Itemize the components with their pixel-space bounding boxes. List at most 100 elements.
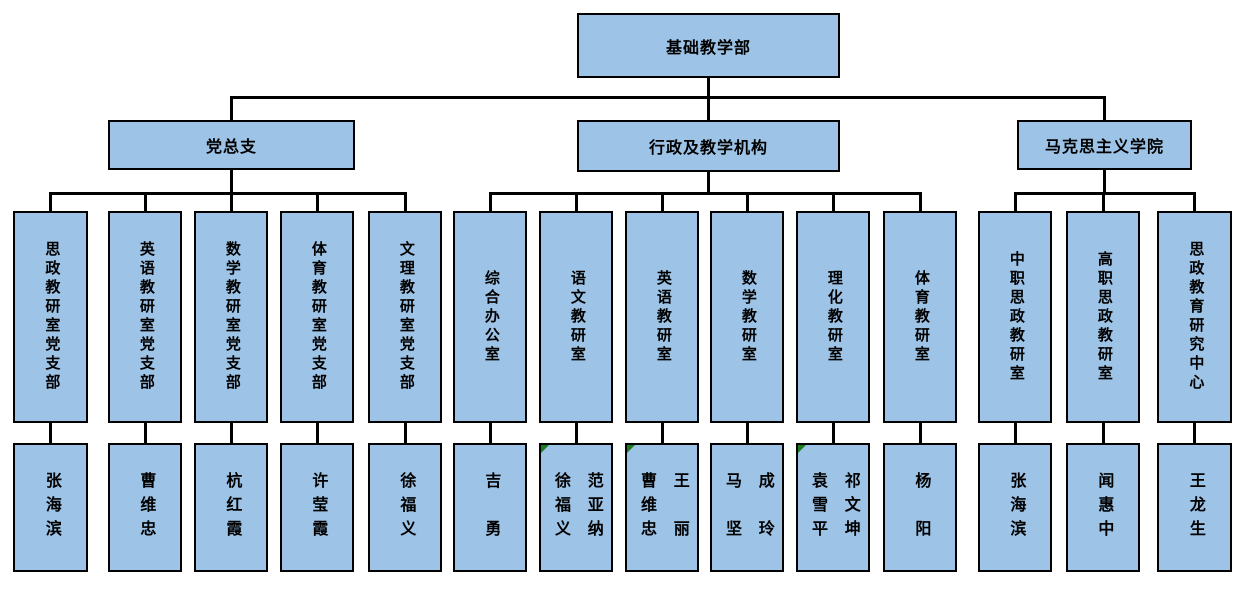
connector-line (831, 423, 835, 443)
connector-line (745, 423, 749, 443)
connector-line (1101, 423, 1105, 443)
connector-line (49, 191, 407, 195)
org-node-branch: 高职思政教研室 (1066, 211, 1140, 423)
org-node-names: 吉 勇 (453, 443, 527, 572)
connector-line (230, 97, 233, 120)
org-node-label: 语文教研室 (568, 269, 585, 365)
org-node-label: 徐福义 (552, 471, 569, 544)
org-node-branch: 语文教研室 (539, 211, 613, 423)
org-node-branch: 体育教研室党支部 (280, 211, 354, 423)
org-node-label: 马 坚 (723, 471, 740, 544)
connector-line (403, 193, 407, 211)
org-node-branch: 思政教研室党支部 (13, 211, 88, 423)
org-node-branch: 文理教研室党支部 (368, 211, 442, 423)
org-node-branch: 体育教研室 (883, 211, 957, 423)
org-node-label: 曹维忠 (638, 471, 655, 544)
connector-line (660, 193, 664, 211)
org-node-label: 英语教研室 (654, 269, 671, 365)
connector-line (574, 193, 578, 211)
connector-line (1013, 423, 1017, 443)
org-node-names: 曹维忠 (108, 443, 182, 572)
connector-line (707, 78, 710, 97)
connector-line (831, 193, 835, 211)
org-node-label: 杭红霞 (223, 471, 241, 544)
org-node-label: 理化教研室 (825, 269, 842, 365)
org-node-label: 许莹霞 (309, 471, 327, 544)
org-node-branch: 思政教育研究中心 (1157, 211, 1232, 423)
connector-line (745, 193, 749, 211)
org-node-group: 马克思主义学院 (1017, 120, 1192, 170)
connector-line (143, 193, 147, 211)
org-node-label: 高职思政教研室 (1095, 250, 1112, 384)
org-node-label: 闻惠中 (1095, 471, 1113, 544)
connector-line (229, 423, 233, 443)
org-node-label: 体育教研室 (912, 269, 929, 365)
connector-line (1193, 193, 1196, 211)
connector-line (1103, 97, 1106, 120)
org-node-label: 基础教学部 (665, 39, 751, 57)
connector-line (49, 193, 52, 211)
org-node-label: 数学教研室党支部 (223, 241, 240, 393)
org-node-branch: 英语教研室 (625, 211, 699, 423)
org-node-label: 综合办公室 (482, 269, 499, 365)
connector-line (1101, 193, 1105, 211)
org-node-label: 中职思政教研室 (1007, 250, 1024, 384)
org-node-label: 徐福义 (397, 471, 415, 544)
connector-line (918, 193, 922, 211)
comment-flag-icon (627, 445, 635, 453)
org-node-names: 王龙生 (1157, 443, 1232, 572)
org-node-names: 曹维忠王 丽 (625, 443, 699, 572)
org-node-label: 思政教研室党支部 (43, 241, 60, 393)
org-node-label: 祁文坤 (841, 471, 859, 544)
org-node-names: 徐福义 (368, 443, 442, 572)
connector-line (315, 423, 319, 443)
org-node-branch: 数学教研室 (710, 211, 784, 423)
org-node-branch: 中职思政教研室 (978, 211, 1052, 423)
org-node-label: 行政及教学机构 (648, 140, 768, 157)
org-node-names: 张海滨 (978, 443, 1052, 572)
org-node-branch: 英语教研室党支部 (108, 211, 182, 423)
org-node-label: 王龙生 (1186, 471, 1204, 544)
org-node-names: 张海滨 (13, 443, 88, 572)
connector-line (660, 423, 664, 443)
connector-line (707, 97, 710, 120)
connector-line (1193, 423, 1196, 443)
org-node-names: 许莹霞 (280, 443, 354, 572)
org-node-names: 闻惠中 (1066, 443, 1140, 572)
org-node-label: 吉 勇 (482, 471, 500, 544)
connector-line (918, 423, 922, 443)
org-node-label: 思政教育研究中心 (1187, 241, 1204, 393)
org-node-label: 袁雪平 (809, 471, 826, 544)
comment-flag-icon (541, 445, 549, 453)
connector-line (1103, 170, 1106, 193)
connector-line (403, 423, 407, 443)
connector-line (315, 193, 319, 211)
connector-line (1013, 191, 1196, 195)
org-node-label: 张海滨 (1007, 471, 1025, 544)
org-node-label: 体育教研室党支部 (309, 241, 326, 393)
org-node-label: 马克思主义学院 (1044, 139, 1164, 156)
org-node-label: 曹维忠 (137, 471, 155, 544)
org-node-names: 袁雪平祁文坤 (796, 443, 870, 572)
org-node-label: 文理教研室党支部 (397, 241, 414, 393)
connector-line (143, 423, 147, 443)
connector-line (1013, 193, 1017, 211)
connector-line (707, 172, 710, 193)
org-node-root: 基础教学部 (577, 13, 840, 78)
org-node-names: 马 坚成 玲 (710, 443, 784, 572)
org-node-label: 范亚纳 (584, 471, 602, 544)
connector-line (229, 193, 233, 211)
connector-line (49, 423, 52, 443)
org-node-group: 行政及教学机构 (577, 120, 840, 172)
org-node-names: 杨 阳 (883, 443, 957, 572)
org-node-label: 数学教研室 (739, 269, 756, 365)
connector-line (488, 193, 492, 211)
org-node-label: 党总支 (205, 139, 257, 156)
org-node-label: 王 丽 (670, 471, 688, 544)
connector-line (230, 170, 233, 193)
org-node-names: 徐福义范亚纳 (539, 443, 613, 572)
connector-line (230, 95, 1106, 99)
org-node-branch: 理化教研室 (796, 211, 870, 423)
org-node-branch: 综合办公室 (453, 211, 527, 423)
